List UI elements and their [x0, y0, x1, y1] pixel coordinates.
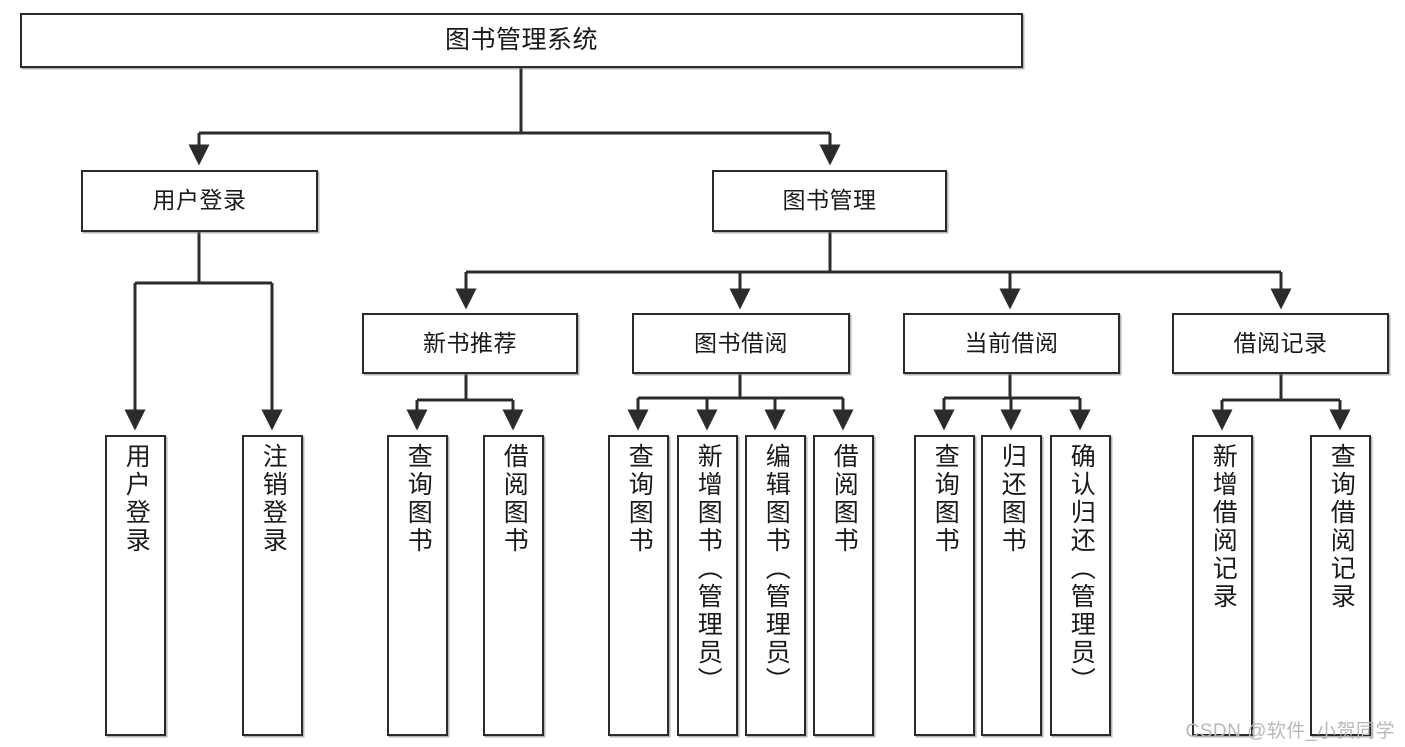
node-user-login[interactable]: 用户登录	[81, 170, 318, 232]
leaf-book-borrow-add[interactable]: 新增图书（管理员）	[677, 435, 738, 736]
node-label: 归还图书	[998, 443, 1027, 555]
node-label: 图书管理	[782, 187, 877, 214]
node-book-management[interactable]: 图书管理	[712, 170, 947, 232]
node-borrow-record[interactable]: 借阅记录	[1172, 313, 1389, 374]
leaf-current-borrow-confirm-return[interactable]: 确认归还（管理员）	[1050, 435, 1111, 736]
leaf-book-borrow-borrow[interactable]: 借阅图书	[813, 435, 874, 736]
node-label: 图书借阅	[694, 329, 788, 356]
leaf-user-login-logout[interactable]: 注销登录	[242, 435, 303, 736]
leaf-user-login-login[interactable]: 用户登录	[105, 435, 166, 736]
csdn-watermark: CSDN @软件_小贺同学	[1185, 721, 1395, 742]
node-label: 新书推荐	[423, 329, 517, 356]
node-label: 用户登录	[152, 187, 247, 214]
node-label: 查询图书	[931, 443, 960, 555]
node-label: 查询借阅记录	[1327, 443, 1356, 611]
node-label: 用户登录	[122, 443, 151, 555]
node-label: 当前借阅	[964, 329, 1059, 356]
node-label: 图书管理系统	[444, 25, 598, 54]
leaf-borrow-record-add[interactable]: 新增借阅记录	[1192, 435, 1253, 736]
node-current-borrow[interactable]: 当前借阅	[903, 313, 1120, 374]
leaf-current-borrow-return[interactable]: 归还图书	[981, 435, 1042, 736]
node-label: 注销登录	[259, 443, 288, 555]
node-root-system[interactable]: 图书管理系统	[20, 13, 1023, 68]
node-label: 查询图书	[404, 443, 433, 555]
node-label: 新增借阅记录	[1209, 443, 1238, 611]
node-new-book-recommend[interactable]: 新书推荐	[362, 313, 578, 374]
leaf-new-book-borrow[interactable]: 借阅图书	[483, 435, 544, 736]
leaf-book-borrow-query[interactable]: 查询图书	[608, 435, 669, 736]
node-label: 新增图书（管理员）	[694, 443, 723, 695]
node-label: 编辑图书（管理员）	[762, 443, 791, 695]
leaf-new-book-query[interactable]: 查询图书	[387, 435, 448, 736]
node-label: 借阅图书	[500, 443, 529, 555]
node-label: 借阅记录	[1233, 329, 1328, 356]
node-label: 确认归还（管理员）	[1067, 443, 1096, 695]
node-label: 借阅图书	[830, 443, 859, 555]
leaf-current-borrow-query[interactable]: 查询图书	[914, 435, 975, 736]
leaf-borrow-record-query[interactable]: 查询借阅记录	[1310, 435, 1371, 736]
node-label: 查询图书	[625, 443, 654, 555]
leaf-book-borrow-edit[interactable]: 编辑图书（管理员）	[745, 435, 806, 736]
node-book-borrow[interactable]: 图书借阅	[632, 313, 850, 374]
